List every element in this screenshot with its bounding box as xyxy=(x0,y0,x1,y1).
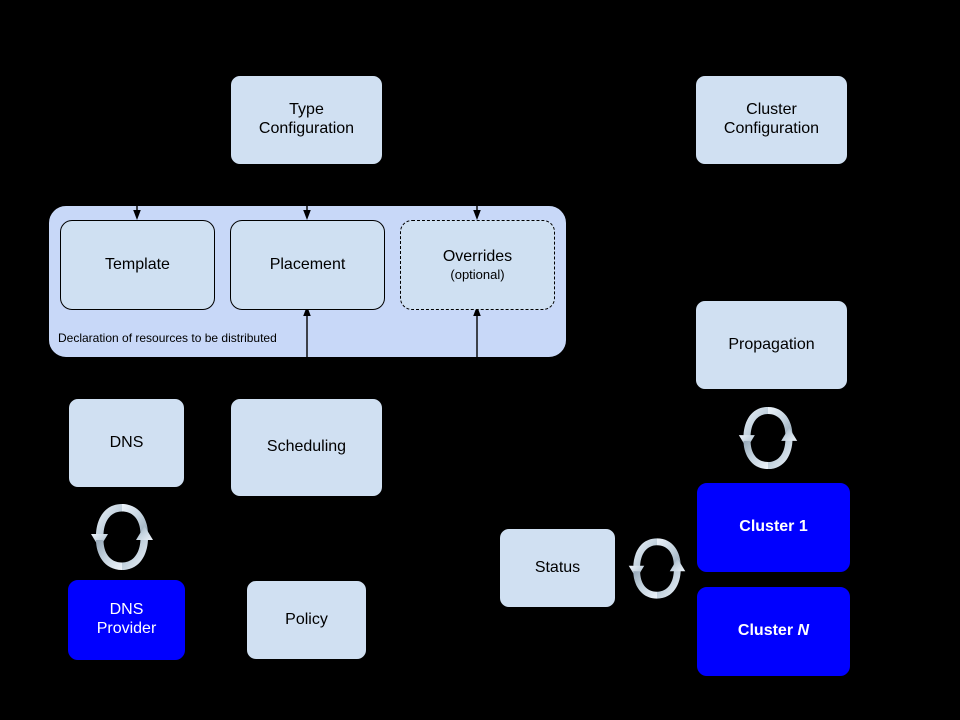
sync-arrows-icon-propagation xyxy=(738,406,798,470)
node-placement-label: Placement xyxy=(269,255,346,273)
node-propagation-label: Propagation xyxy=(728,335,815,353)
node-type-configuration[interactable]: Type Configuration xyxy=(230,75,383,165)
node-overrides[interactable]: Overrides (optional) xyxy=(400,220,555,310)
node-cluster-configuration-label-line2: Configuration xyxy=(723,120,820,137)
node-overrides-sublabel: (optional) xyxy=(450,266,505,282)
node-cluster-configuration[interactable]: Cluster Configuration xyxy=(695,75,848,165)
node-cluster-n[interactable]: Cluster N xyxy=(697,587,850,676)
node-dns-label: DNS xyxy=(109,433,144,451)
connector-type-config-to-placement xyxy=(303,164,311,220)
node-cluster-1[interactable]: Cluster 1 xyxy=(697,483,850,572)
node-policy[interactable]: Policy xyxy=(246,580,367,660)
node-status-label: Status xyxy=(534,558,581,576)
group-caption: Declaration of resources to be distribut… xyxy=(58,331,277,345)
node-type-configuration-label-line1: Type xyxy=(289,101,324,119)
node-dns[interactable]: DNS xyxy=(68,398,185,488)
node-dns-provider-label-line1: DNS xyxy=(109,601,144,619)
sync-arrows-icon-dns xyxy=(91,504,153,570)
connector-type-config-to-template xyxy=(133,164,141,220)
node-dns-provider[interactable]: DNS Provider xyxy=(68,580,185,660)
node-placement[interactable]: Placement xyxy=(230,220,385,310)
node-propagation[interactable]: Propagation xyxy=(695,300,848,390)
node-scheduling[interactable]: Scheduling xyxy=(230,398,383,497)
node-cluster-n-label: Cluster N xyxy=(738,622,809,641)
node-scheduling-label: Scheduling xyxy=(266,438,347,456)
node-cluster-configuration-label-line1: Cluster xyxy=(746,101,797,119)
sync-arrows-icon-status xyxy=(628,538,686,599)
node-template-label: Template xyxy=(105,255,170,273)
node-policy-label: Policy xyxy=(285,610,328,628)
node-overrides-label: Overrides xyxy=(442,247,513,265)
node-cluster-n-label-italic: N xyxy=(797,622,810,640)
connector-type-config-to-overrides xyxy=(473,164,481,220)
connector-policy-to-overrides xyxy=(473,306,481,362)
node-template[interactable]: Template xyxy=(60,220,215,310)
node-cluster-n-label-prefix: Cluster xyxy=(737,622,798,640)
node-type-configuration-label-line2: Configuration xyxy=(258,120,355,137)
node-cluster-1-label: Cluster 1 xyxy=(739,518,808,536)
node-status[interactable]: Status xyxy=(499,528,616,608)
node-dns-provider-label-line2: Provider xyxy=(96,620,157,637)
connector-scheduling-to-placement xyxy=(303,306,311,362)
